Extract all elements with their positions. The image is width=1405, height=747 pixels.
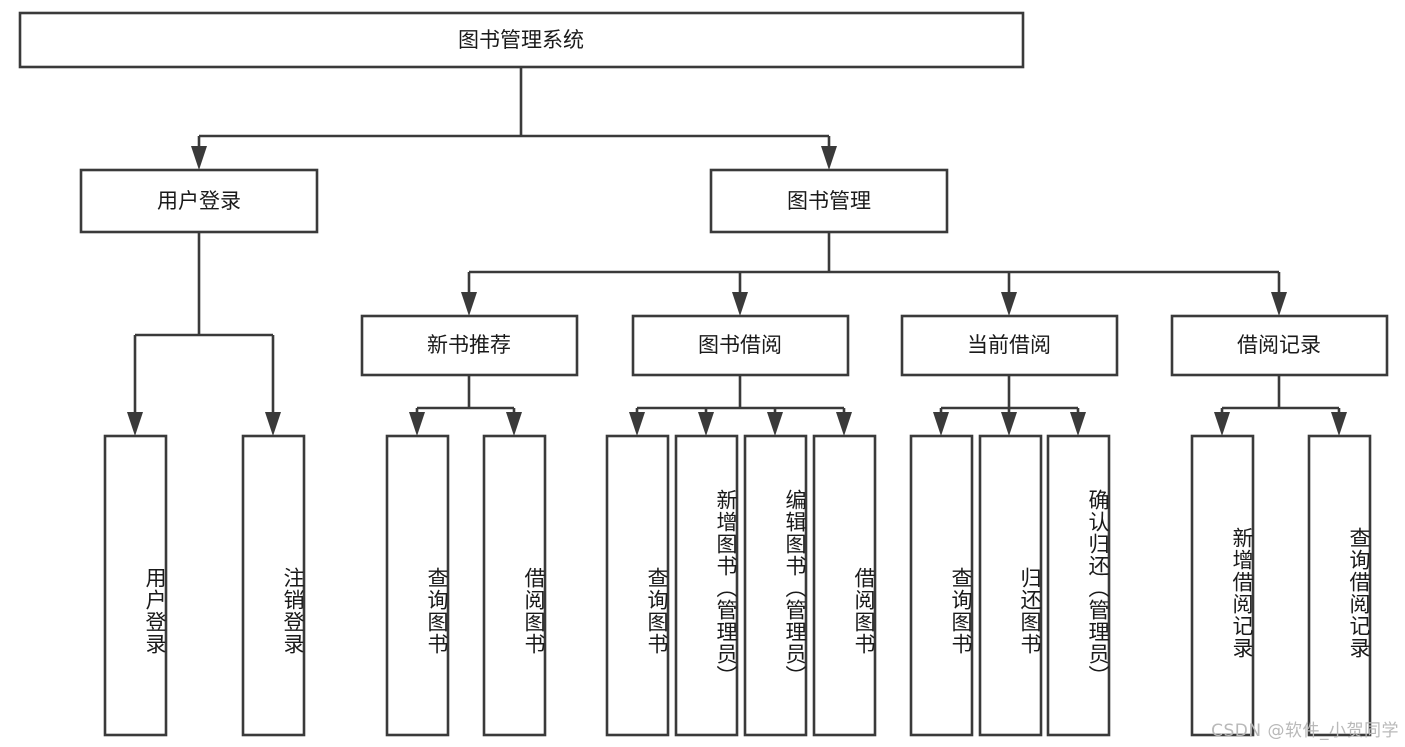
node-leaf-current-return[interactable] — [978, 434, 1043, 737]
arrow-newbook-leaf-2 — [506, 412, 522, 436]
node-book-borrow[interactable] — [631, 314, 850, 377]
label-new-book-recommend: 新书推荐 — [427, 333, 511, 357]
arrow-root-to-userlogin — [191, 146, 207, 170]
node-leaf-borrow-query[interactable] — [605, 434, 670, 737]
node-leaf-borrow-edit[interactable] — [743, 434, 808, 737]
arrow-bookmgmt-to-borrow — [732, 292, 748, 316]
arrow-bookmgmt-to-record — [1271, 292, 1287, 316]
node-leaf-borrow-add[interactable] — [674, 434, 739, 737]
label-current-borrow: 当前借阅 — [967, 333, 1051, 357]
arrow-newbook-leaf-1 — [409, 412, 425, 436]
label-borrow-record: 借阅记录 — [1237, 333, 1321, 357]
node-root-book-management-system[interactable] — [18, 11, 1025, 69]
arrow-current-leaf-3 — [1070, 412, 1086, 436]
arrow-borrow-leaf-2 — [698, 412, 714, 436]
label-root: 图书管理系统 — [458, 28, 584, 52]
node-leaf-current-confirm-return[interactable] — [1046, 434, 1111, 737]
node-leaf-current-query[interactable] — [909, 434, 974, 737]
node-leaf-user-login-signout[interactable] — [241, 434, 306, 737]
arrow-bookmgmt-to-newbook — [461, 292, 477, 316]
node-leaf-borrow-lend[interactable] — [812, 434, 877, 737]
connector-layer — [127, 67, 1347, 436]
node-layer — [18, 11, 1389, 737]
arrow-current-leaf-1 — [933, 412, 949, 436]
arrow-userlogin-leaf-1 — [127, 412, 143, 436]
arrow-borrow-leaf-4 — [836, 412, 852, 436]
node-current-borrow[interactable] — [900, 314, 1119, 377]
node-leaf-newbook-query[interactable] — [385, 434, 450, 737]
arrow-borrow-leaf-3 — [767, 412, 783, 436]
node-leaf-newbook-borrow[interactable] — [482, 434, 547, 737]
node-leaf-record-add[interactable] — [1190, 434, 1255, 737]
arrow-record-leaf-2 — [1331, 412, 1347, 436]
arrow-record-leaf-1 — [1214, 412, 1230, 436]
label-layer: 图书管理系统 用户登录 图书管理 新书推荐 图书借阅 当前借阅 借阅记录 — [157, 28, 1321, 357]
node-user-login[interactable] — [79, 168, 319, 234]
arrow-borrow-leaf-1 — [629, 412, 645, 436]
arrow-userlogin-leaf-2 — [265, 412, 281, 436]
arrow-bookmgmt-to-current — [1001, 292, 1017, 316]
arrow-root-to-bookmgmt — [821, 146, 837, 170]
label-book-management: 图书管理 — [787, 189, 871, 213]
node-book-management[interactable] — [709, 168, 949, 234]
arrow-current-leaf-2 — [1001, 412, 1017, 436]
node-new-book-recommend[interactable] — [360, 314, 579, 377]
node-leaf-record-query[interactable] — [1307, 434, 1372, 737]
label-book-borrow: 图书借阅 — [698, 333, 782, 357]
node-leaf-user-login-signin[interactable] — [103, 434, 168, 737]
node-borrow-record[interactable] — [1170, 314, 1389, 377]
label-user-login: 用户登录 — [157, 189, 241, 213]
